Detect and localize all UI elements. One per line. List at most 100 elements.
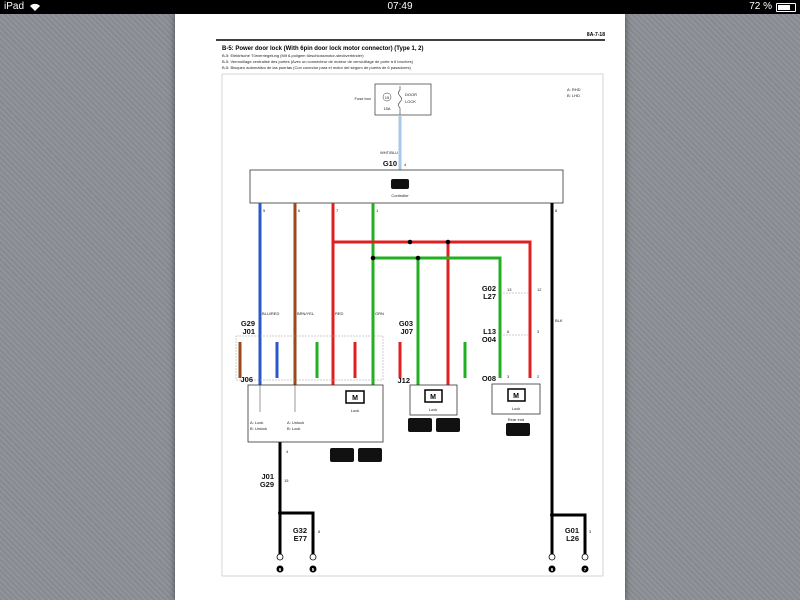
ground-number: 6 — [279, 567, 282, 572]
fuse-box-label: Fuse box — [355, 96, 371, 101]
ctrl-pin-6: 6 — [298, 208, 301, 213]
diagram-title: B-5: Power door lock (With 6pin door loc… — [222, 46, 424, 52]
wire-label-grn: GRN — [375, 311, 384, 316]
ctrl-pin-7: 7 — [336, 208, 339, 213]
ground-number: 7 — [584, 567, 587, 572]
connector-j01: J01 — [242, 327, 255, 336]
motor-lock-label: Lock — [512, 406, 520, 411]
switch-b-lock: B: Lock — [287, 426, 300, 431]
connector-l13: L13 — [483, 327, 496, 336]
page-number: 8A-7-18 — [587, 32, 605, 38]
wire-blk-right-branch — [552, 513, 587, 555]
clock: 07:49 — [387, 1, 413, 12]
fuse-icon — [398, 86, 402, 115]
connector-o08: O08 — [482, 374, 496, 383]
door-person-icon — [408, 418, 432, 432]
pin-j01: 15 — [284, 478, 289, 483]
fuse-name-door: DOOR — [405, 92, 417, 97]
ctrl-pin-5: 5 — [263, 208, 266, 213]
ground-number-badge — [581, 565, 589, 573]
motor-icon — [507, 388, 526, 402]
ground-3: 6 — [548, 553, 556, 573]
motor-lock-label: Lock — [351, 408, 359, 413]
pin-o08-red: 2 — [537, 374, 540, 379]
pin-g02-red: 12 — [537, 287, 542, 292]
vehicle-door-icon — [358, 448, 382, 462]
controller-label: Controller — [391, 193, 409, 198]
switch-a-unlock: A: Unlock — [287, 420, 304, 425]
wire-red-bus — [333, 240, 532, 378]
device-name: iPad — [4, 1, 25, 12]
connector-o04: O04 — [482, 335, 497, 344]
connector-g01: G01 — [565, 526, 579, 535]
pin-g10: 4 — [404, 162, 407, 167]
connector-j06: J06 — [240, 375, 253, 384]
diagram-frame — [221, 73, 604, 577]
wifi-icon — [30, 3, 40, 11]
controller-icon — [391, 179, 409, 189]
battery-icon — [776, 3, 796, 12]
connector-g10: G10 — [383, 159, 397, 168]
connector-l26: L26 — [566, 534, 579, 543]
ground-icon — [581, 553, 589, 561]
splice-dot — [550, 513, 554, 517]
ctrl-pin-8: 8 — [555, 208, 558, 213]
connector-g02: G02 — [482, 284, 496, 293]
connector-l27: L27 — [483, 292, 496, 301]
pin-l13-red: 3 — [537, 329, 540, 334]
splice-dot — [278, 511, 282, 515]
fuse-number: 15 — [385, 95, 390, 100]
splice-dot — [415, 255, 421, 261]
pin-j06-out: 4 — [286, 449, 289, 454]
connector-g29-lower: G29 — [260, 480, 274, 489]
ground-number: 5 — [312, 567, 315, 572]
wire-label-red: RED — [335, 311, 344, 316]
switch-a-lock: A: Lock — [250, 420, 263, 425]
connector-g03: G03 — [399, 319, 413, 328]
legend-lhd: B: LHD — [567, 93, 580, 98]
pin-o08-grn: 3 — [507, 374, 510, 379]
subtitle-es: B-5: Bloqueo automático de las puertas (… — [222, 65, 411, 70]
fuse-number-circle — [382, 92, 392, 102]
switch-b-unlock: B: Unlock — [250, 426, 267, 431]
vehicle-door-icon — [436, 418, 460, 432]
door-person-icon — [330, 448, 354, 462]
splice-dot — [407, 239, 413, 245]
battery-percent: 72 % — [749, 1, 772, 12]
connector-j12: J12 — [397, 376, 410, 385]
pin-g32: 8 — [318, 529, 321, 534]
fuse-name-lock: LOCK — [405, 99, 416, 104]
ground-number-badge — [309, 565, 317, 573]
rear-end-label: Rear end — [508, 417, 524, 422]
connector-j01-lower: J01 — [261, 472, 274, 481]
subtitle-fr: B-5: Verrouillage centralisé des portes … — [222, 59, 414, 64]
motor-lock-label: Lock — [429, 407, 437, 412]
legend-rhd: A: RHD — [567, 87, 581, 92]
motor-icon — [345, 390, 365, 404]
motor-symbol: M — [513, 393, 519, 400]
wire-label-blk: BLK — [555, 318, 563, 323]
ground-icon — [548, 553, 556, 561]
ground-1: 6 — [276, 553, 284, 573]
motor-symbol: M — [352, 395, 358, 402]
wire-grn-bus — [373, 256, 502, 378]
connector-j07: J07 — [400, 327, 413, 336]
connector-g29: G29 — [241, 319, 255, 328]
fuse-box — [374, 83, 432, 116]
pin-l13-grn: 6 — [507, 329, 510, 334]
motor-icon — [424, 389, 443, 403]
fuse-rating: 15A — [383, 106, 390, 111]
pin-g02-grn: 13 — [507, 287, 512, 292]
status-bar: iPad 07:49 72 % — [0, 0, 800, 14]
ctrl-pin-1: 1 — [376, 208, 379, 213]
ground-icon — [276, 553, 284, 561]
subtitle-de: B-5: Elektrische Türverriegelung (Mit 6-… — [222, 53, 364, 58]
ground-4: 7 — [581, 553, 589, 573]
pin-g01: 3 — [589, 529, 592, 534]
wire-blk-left-branch — [280, 511, 315, 555]
wire-label-wht-blu: WHT/BLU — [380, 150, 398, 155]
vehicle-door-icon — [506, 423, 530, 436]
wire-label-blu-red: BLU/RED — [262, 311, 279, 316]
splice-dot — [370, 255, 376, 261]
wire-label-brn-yel: BRN/YEL — [297, 311, 315, 316]
